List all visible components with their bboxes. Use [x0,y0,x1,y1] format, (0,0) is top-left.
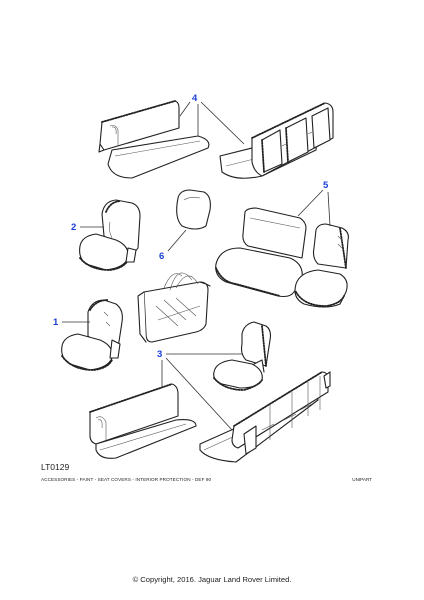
inward-facing-seat-cover [213,321,272,391]
rear-bench-seat-cover-left [98,100,210,179]
diagram-reference-code: LT0129 [41,462,70,472]
callout-5: 5 [323,180,329,191]
catalog-section-title: ACCESSORIES - PAINT - SEAT COVERS - INTE… [41,477,212,482]
brand-label: UNIPART [352,477,372,482]
rear-bench-cover-lower-right [199,371,331,463]
callout-6: 6 [159,251,164,262]
copyright-notice: © Copyright, 2016. Jaguar Land Rover Lim… [132,575,292,584]
leader-lines [62,101,331,431]
callout-4: 4 [192,93,198,104]
front-seat-cover-alt [61,299,123,371]
headrest-cover [176,189,211,230]
rear-bench-cover-lower-left [89,383,197,459]
callout-2: 2 [71,222,76,233]
callout-3: 3 [157,349,162,360]
bench-seat-cover [215,207,349,308]
rear-bench-seat-cover-right [219,102,334,179]
front-seat-cover [79,199,141,271]
seat-cover-storage-bag [137,272,211,343]
callout-1: 1 [53,317,59,328]
